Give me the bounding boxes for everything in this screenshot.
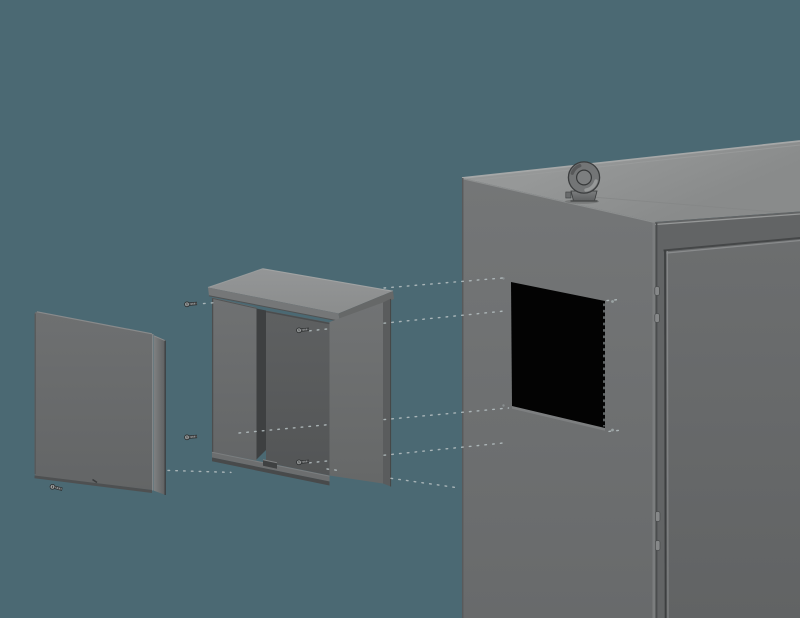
panel-top-edge-highlight <box>36 311 153 335</box>
side-cutout <box>502 277 614 432</box>
frame-left-wall <box>212 297 257 461</box>
roof-ridge-highlight <box>461 140 800 179</box>
door-top-gap <box>663 237 800 252</box>
canopy-top-face <box>208 268 393 314</box>
leader-line-2a <box>308 328 330 332</box>
rail-bottom-lip <box>212 457 330 486</box>
hood-frame <box>207 268 394 487</box>
opening-top-shadow <box>265 310 330 325</box>
roof-seam <box>591 196 800 215</box>
assembly-leader-lines <box>167 276 625 489</box>
panel-fold-return <box>154 335 166 495</box>
frame-inner-dark-bar <box>256 308 266 460</box>
door-hinge-gap <box>664 249 667 618</box>
canopy-bottom-edge <box>208 295 341 322</box>
eye-ring <box>568 162 600 193</box>
leader-line-3a <box>238 423 330 434</box>
front-top-lip-highlight <box>654 213 800 226</box>
bracket-top-highlight <box>262 459 278 464</box>
hinge-bump <box>654 313 660 323</box>
leader-line-2b <box>383 310 507 324</box>
frame-right-wall <box>329 302 383 484</box>
mounting-hole <box>502 277 505 280</box>
hinge-bump <box>655 540 661 551</box>
eye-bolt-step <box>565 191 572 199</box>
leader-line-4a <box>308 460 330 464</box>
canopy-front-band <box>208 287 340 322</box>
panel-bottom-edge <box>34 475 152 493</box>
panel-face <box>34 311 152 490</box>
left-wall-top-shadow <box>211 297 257 309</box>
door-hinge-bumps <box>654 286 661 551</box>
left-face-top-edge <box>461 177 656 224</box>
roof-ridge-lip <box>463 144 800 182</box>
mounting-hole <box>611 300 614 303</box>
fold-top-edge <box>153 335 166 342</box>
eye-ring-hole <box>576 170 592 185</box>
leader-line-1a <box>202 302 215 305</box>
lifting-eye-bolt <box>565 161 601 204</box>
right-wall-outer-sliver <box>383 298 391 487</box>
mounting-hole <box>502 404 505 407</box>
leader-line-3b <box>383 407 510 421</box>
mounting-hole <box>611 428 614 432</box>
leader-line-2c <box>606 298 624 302</box>
leader-line-6a <box>326 468 340 472</box>
eye-ring-outer-outline <box>567 161 601 194</box>
canopy-left-edge <box>207 268 264 288</box>
enclosure-cabinet <box>461 140 800 618</box>
panel-bottom-notch <box>92 478 98 484</box>
cutout-opening <box>511 282 605 428</box>
eye-ring-inner-outline <box>575 169 592 186</box>
canopy-back-edge <box>262 268 394 292</box>
eye-ring-shade <box>570 164 582 175</box>
hinge-bump <box>655 511 661 522</box>
enclosure-roof-face <box>462 141 800 222</box>
eye-ring-highlight <box>584 179 598 192</box>
cover-panel <box>34 311 166 495</box>
door-left-edge-highlight <box>666 250 669 618</box>
leader-line-4c <box>608 429 625 433</box>
door-top-edge-highlight <box>666 239 800 254</box>
leader-line-5 <box>167 469 232 474</box>
hinge-bump <box>654 286 660 296</box>
leader-line-1b <box>383 276 508 289</box>
frame-opening-interior <box>266 310 330 476</box>
enclosure-door-panel <box>666 238 800 618</box>
leader-line-6b <box>390 477 457 489</box>
